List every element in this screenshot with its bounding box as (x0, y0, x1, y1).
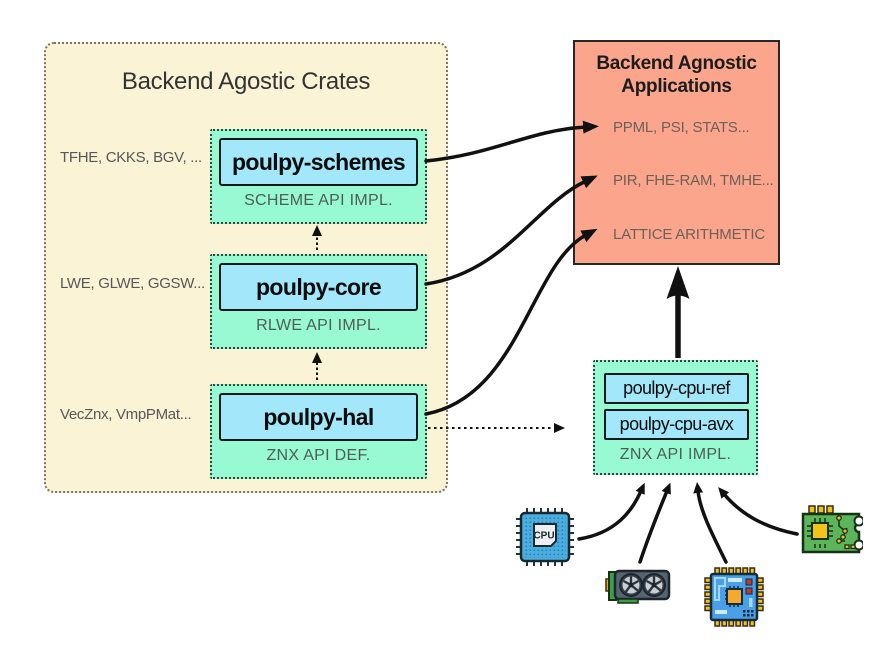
poulpy-schemes-box: poulpy-schemes (219, 138, 418, 186)
applications-panel: Backend Agnostic Applications PPML, PSI,… (573, 40, 780, 265)
applications-panel-title: Backend Agnostic Applications (575, 52, 778, 98)
pcb-icon (801, 505, 863, 554)
gpu-icon (605, 569, 671, 604)
crates-panel-title: Backend Agostic Crates (121, 68, 371, 95)
poulpy-schemes-caption: SCHEME API IMPL. (244, 192, 393, 209)
cpu-backend-panel: poulpy-cpu-ref poulpy-cpu-avx ZNX API IM… (593, 360, 758, 475)
poulpy-hal-box: poulpy-hal (219, 393, 418, 441)
microcontroller-icon (704, 567, 764, 627)
applications-title-line1: Backend Agnostic (596, 53, 757, 74)
module-poulpy-core: poulpy-core RLWE API IMPL. (210, 254, 427, 349)
app-item-pir: PIR, FHE-RAM, TMHE... (613, 172, 774, 189)
crates-panel: Backend Agostic Crates TFHE, CKKS, BGV, … (44, 42, 448, 493)
hal-side-label: VecZnx, VmpPMat... (60, 406, 192, 423)
cpu-backend-caption: ZNX API IMPL. (619, 446, 732, 463)
module-poulpy-schemes: poulpy-schemes SCHEME API IMPL. (210, 129, 427, 224)
cpu-icon-label: CPU (533, 531, 554, 542)
poulpy-core-caption: RLWE API IMPL. (256, 317, 381, 334)
core-side-label: LWE, GLWE, GGSW... (60, 275, 205, 292)
app-item-lattice: LATTICE ARITHMETIC (613, 226, 765, 243)
module-poulpy-hal: poulpy-hal ZNX API DEF. (210, 384, 427, 479)
app-item-ppml: PPML, PSI, STATS... (613, 119, 750, 136)
applications-title-line2: Applications (621, 76, 732, 97)
poulpy-cpu-avx-box: poulpy-cpu-avx (604, 409, 749, 440)
cpu-icon: CPU (516, 508, 574, 566)
poulpy-cpu-ref-box: poulpy-cpu-ref (604, 373, 749, 404)
poulpy-hal-caption: ZNX API DEF. (266, 447, 371, 464)
schemes-side-label: TFHE, CKKS, BGV, ... (60, 149, 202, 166)
poulpy-core-box: poulpy-core (219, 263, 418, 311)
